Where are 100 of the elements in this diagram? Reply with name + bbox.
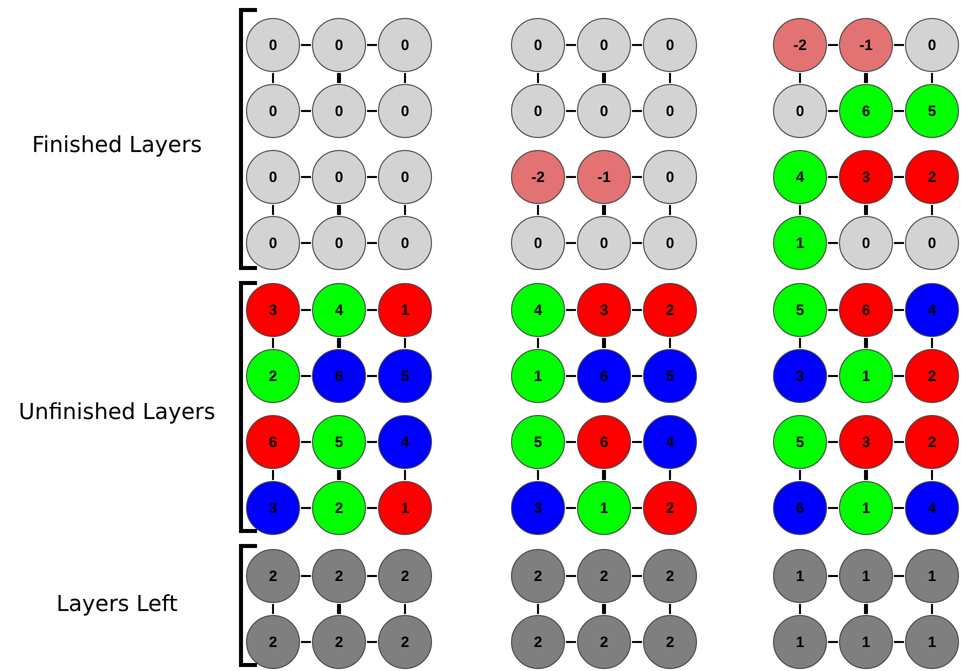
connector-line — [301, 110, 311, 112]
connector-line — [632, 110, 642, 112]
number-node: 0 — [577, 216, 631, 270]
connector-line — [301, 507, 311, 509]
number-node: 2 — [312, 549, 366, 603]
connector-line — [337, 338, 341, 348]
connector-line — [602, 604, 606, 614]
connector-line — [367, 507, 377, 509]
connector-line — [602, 470, 606, 480]
connector-line — [828, 441, 838, 443]
connector-line — [632, 44, 642, 46]
number-node: 2 — [577, 549, 631, 603]
number-node: 0 — [246, 18, 300, 72]
connector-line — [537, 470, 539, 480]
number-node: 1 — [839, 549, 893, 603]
number-node: 1 — [905, 615, 959, 669]
group-label: Layers Left — [55, 592, 179, 617]
number-node: 0 — [378, 150, 432, 204]
connector-line — [931, 604, 933, 614]
connector-line — [894, 375, 904, 377]
number-node: 4 — [511, 283, 565, 337]
number-node: 4 — [312, 283, 366, 337]
connector-line — [864, 205, 868, 215]
number-node: 1 — [839, 615, 893, 669]
number-node: 2 — [643, 481, 697, 535]
number-node: 0 — [773, 84, 827, 138]
number-node: 0 — [577, 84, 631, 138]
connector-line — [931, 205, 933, 215]
connector-line — [828, 575, 838, 577]
number-node: 0 — [577, 18, 631, 72]
connector-line — [864, 73, 868, 83]
number-node: 2 — [312, 481, 366, 535]
number-node: 0 — [643, 150, 697, 204]
number-node: -1 — [839, 18, 893, 72]
connector-line — [864, 604, 868, 614]
number-node: 1 — [905, 549, 959, 603]
number-node: 4 — [773, 150, 827, 204]
connector-line — [301, 44, 311, 46]
number-node: 2 — [905, 349, 959, 403]
number-node: 3 — [511, 481, 565, 535]
connector-line — [367, 176, 377, 178]
number-node: -2 — [773, 18, 827, 72]
number-node: 1 — [839, 349, 893, 403]
connector-line — [337, 470, 341, 480]
number-node: 0 — [312, 216, 366, 270]
number-node: 5 — [905, 84, 959, 138]
connector-line — [537, 604, 539, 614]
connector-line — [537, 73, 539, 83]
connector-line — [894, 242, 904, 244]
connector-line — [828, 176, 838, 178]
connector-line — [337, 604, 341, 614]
connector-line — [669, 338, 671, 348]
connector-line — [301, 309, 311, 311]
connector-line — [864, 338, 868, 348]
connector-line — [799, 73, 801, 83]
connector-line — [367, 441, 377, 443]
connector-line — [272, 73, 274, 83]
connector-line — [301, 441, 311, 443]
group-label: Finished Layers — [31, 133, 203, 158]
connector-line — [404, 338, 406, 348]
connector-line — [367, 375, 377, 377]
connector-line — [669, 604, 671, 614]
connector-line — [632, 242, 642, 244]
number-node: 1 — [839, 481, 893, 535]
connector-line — [828, 375, 838, 377]
connector-line — [367, 641, 377, 643]
connector-line — [799, 205, 801, 215]
connector-line — [301, 176, 311, 178]
connector-line — [632, 641, 642, 643]
number-node: 2 — [643, 283, 697, 337]
connector-line — [894, 507, 904, 509]
number-node: 0 — [378, 84, 432, 138]
connector-line — [367, 575, 377, 577]
number-node: 0 — [905, 216, 959, 270]
number-node: 0 — [643, 216, 697, 270]
connector-line — [566, 507, 576, 509]
connector-line — [367, 242, 377, 244]
number-node: 5 — [773, 415, 827, 469]
connector-line — [566, 44, 576, 46]
connector-line — [404, 73, 406, 83]
number-node: 6 — [577, 415, 631, 469]
connector-line — [828, 507, 838, 509]
connector-line — [566, 110, 576, 112]
connector-line — [894, 641, 904, 643]
number-node: 0 — [511, 18, 565, 72]
number-node: 3 — [839, 150, 893, 204]
number-node: 4 — [378, 415, 432, 469]
number-node: 3 — [246, 481, 300, 535]
connector-line — [894, 309, 904, 311]
connector-line — [894, 575, 904, 577]
number-node: 1 — [773, 549, 827, 603]
number-node: -2 — [511, 150, 565, 204]
number-node: 2 — [905, 415, 959, 469]
number-node: 6 — [839, 84, 893, 138]
number-node: 6 — [312, 349, 366, 403]
number-node: 3 — [773, 349, 827, 403]
connector-line — [566, 441, 576, 443]
connector-line — [669, 73, 671, 83]
number-node: 0 — [312, 18, 366, 72]
number-node: 2 — [577, 615, 631, 669]
